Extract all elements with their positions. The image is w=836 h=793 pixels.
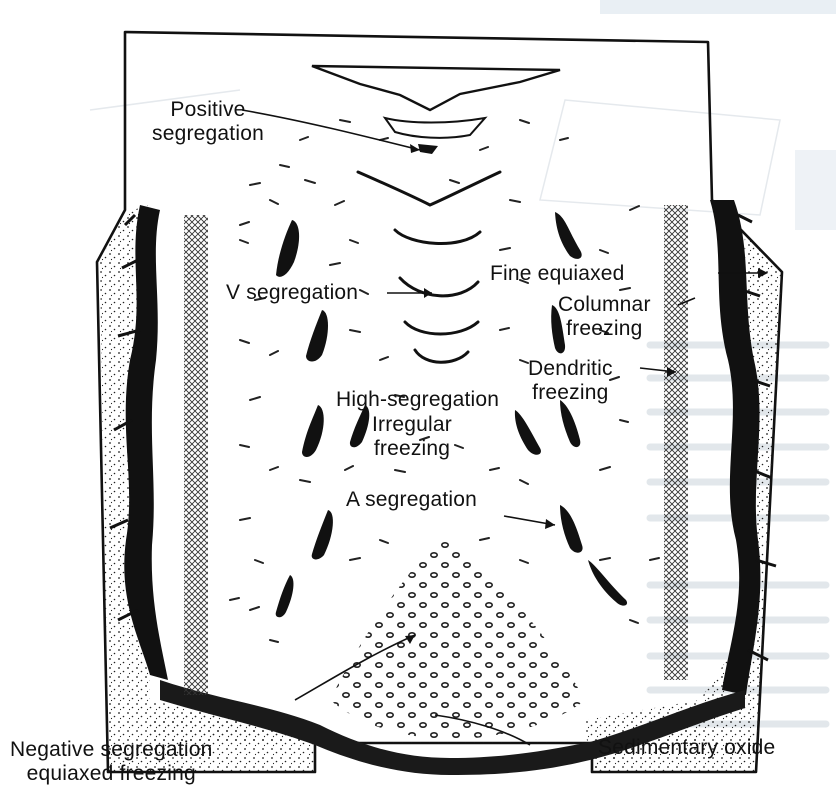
equiaxed-cone <box>330 538 585 740</box>
label-negative-segregation: Negative segregation equiaxed freezing <box>10 738 212 786</box>
label-irregular-line1: Irregular <box>372 413 452 437</box>
label-sedimentary-oxide: Sedimentary oxide <box>598 736 775 760</box>
label-negative-line1: Negative segregation <box>10 738 212 762</box>
dendritic-band-right <box>664 205 688 680</box>
label-columnar-line2: freezing <box>558 317 651 341</box>
label-irregular-line2: freezing <box>372 437 452 461</box>
label-a-segregation: A segregation <box>346 488 477 512</box>
v-segregation-arcs <box>358 172 500 362</box>
label-dendritic-line1: Dendritic <box>528 357 613 381</box>
label-high-segregation: High-segregation <box>336 388 499 412</box>
label-columnar-line1: Columnar <box>558 293 651 317</box>
label-positive-segregation: Positive segregation <box>152 98 264 146</box>
label-positive-segregation-line1: Positive <box>152 98 264 122</box>
label-columnar-freezing: Columnar freezing <box>558 293 651 341</box>
label-dendritic-freezing: Dendritic freezing <box>528 357 613 405</box>
label-fine-equiaxed: Fine equiaxed <box>490 262 625 286</box>
label-negative-line2: equiaxed freezing <box>10 762 212 786</box>
label-irregular-freezing: Irregular freezing <box>372 413 452 461</box>
label-positive-segregation-line2: segregation <box>152 122 264 146</box>
dendritic-band-left <box>184 215 208 695</box>
label-v-segregation: V segregation <box>226 281 358 305</box>
label-dendritic-line2: freezing <box>528 381 613 405</box>
shrinkage-pipe <box>312 66 560 110</box>
